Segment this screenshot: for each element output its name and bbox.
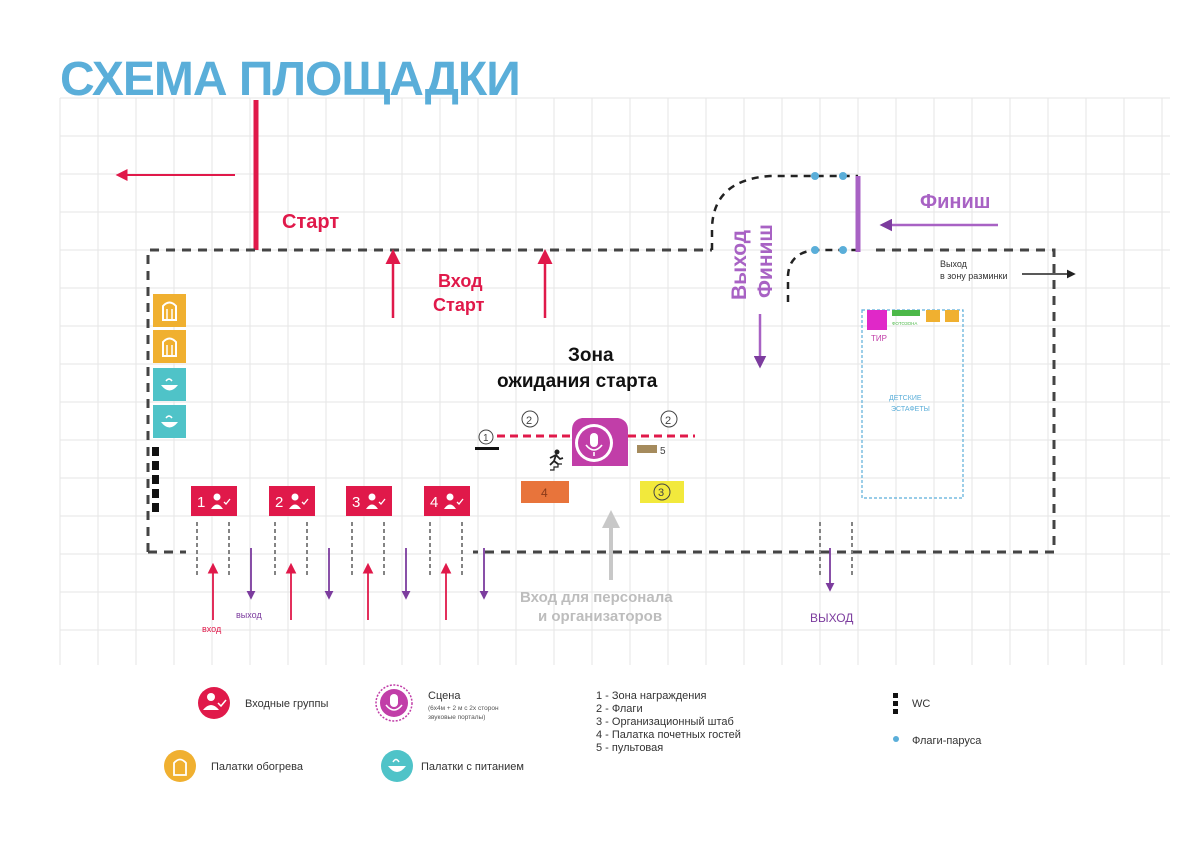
marker-2-left-number: 2 bbox=[526, 415, 532, 427]
page-title: СХЕМА ПЛОЩАДКИ bbox=[60, 53, 521, 106]
marker-2-left bbox=[521, 410, 539, 428]
exit-warmup-label-1: Выход bbox=[940, 259, 968, 269]
exit-small-label: выход bbox=[236, 610, 262, 620]
exit-warmup-label-2: в зону разминки bbox=[940, 271, 1007, 281]
person-icon bbox=[368, 493, 376, 501]
check-icon bbox=[378, 498, 386, 505]
marker-1-number: 1 bbox=[483, 433, 489, 444]
entry-group-number: 3 bbox=[352, 494, 360, 511]
waiting-zone-label-1: Зона bbox=[568, 345, 614, 366]
shooting-range bbox=[867, 310, 887, 330]
legend-numbered-5: 5 - пультовая bbox=[596, 742, 663, 754]
perimeter-right-dashed bbox=[473, 248, 1056, 554]
background-grid bbox=[59, 97, 1170, 665]
entry-group-box bbox=[424, 486, 470, 516]
finish-label: Финиш bbox=[920, 191, 990, 213]
perimeter-dashed bbox=[146, 248, 712, 552]
legend: Входные группы Сцена (6х4м + 2 м с 2х ст… bbox=[164, 684, 982, 782]
exit-finish-label-1: Выход bbox=[728, 230, 751, 300]
exit-finish-label-2: Финиш bbox=[754, 224, 777, 298]
kids-tent-orange-1 bbox=[926, 310, 940, 322]
entry-groups: 1 2 3 4 вход выход bbox=[191, 486, 489, 634]
person-icon bbox=[291, 493, 299, 501]
legend-entry-group-icon bbox=[198, 687, 230, 719]
entry-group: 3 bbox=[346, 486, 411, 620]
headquarters-number: 3 bbox=[658, 487, 664, 499]
legend-numbered-4: 4 - Палатка почетных гостей bbox=[596, 729, 741, 741]
marker-2-right-number: 2 bbox=[665, 415, 671, 427]
entry-group-box bbox=[191, 486, 237, 516]
heating-tent-icon bbox=[153, 294, 186, 327]
vip-tent-number: 4 bbox=[541, 486, 548, 500]
person-icon bbox=[213, 493, 221, 501]
shooting-range-label: ТИР bbox=[871, 334, 887, 343]
sail-flag-dot bbox=[811, 172, 819, 180]
entry-group-number: 1 bbox=[197, 494, 205, 511]
waiting-zone-label-2: ожидания старта bbox=[497, 371, 658, 392]
start-label: Старт bbox=[282, 211, 339, 233]
food-tent-icon bbox=[153, 368, 186, 401]
legend-sail-flag-icon bbox=[893, 736, 899, 742]
entry-group-number: 2 bbox=[275, 494, 283, 511]
staff-entry-label-2: и организаторов bbox=[538, 608, 662, 625]
stage-icon bbox=[572, 418, 628, 466]
legend-numbered-3: 3 - Организационный штаб bbox=[596, 716, 734, 728]
check-icon bbox=[456, 498, 464, 505]
legend-numbered-1: 1 - Зона награждения bbox=[596, 690, 706, 702]
entry-group-box bbox=[269, 486, 315, 516]
entry-group: 2 bbox=[269, 486, 334, 620]
check-icon bbox=[301, 498, 309, 505]
sail-flag-dot bbox=[839, 172, 847, 180]
check-icon bbox=[223, 498, 231, 505]
legend-wc-icon bbox=[893, 693, 898, 714]
legend-stage-note-2: звуковые порталы) bbox=[428, 714, 485, 721]
legend-stage-note-1: (6х4м + 2 м с 2х сторон bbox=[428, 705, 499, 712]
legend-entry-groups: Входные группы bbox=[245, 698, 328, 710]
legend-wc: WC bbox=[912, 698, 930, 710]
legend-stage: Сцена bbox=[428, 690, 461, 702]
entry-small-label: вход bbox=[202, 624, 222, 634]
entry-group-number: 4 bbox=[430, 494, 438, 511]
entry-start-label-2: Старт bbox=[433, 295, 485, 315]
heating-tent-icon bbox=[153, 330, 186, 363]
entry-start-label-1: Вход bbox=[438, 271, 483, 291]
legend-numbered-2: 2 - Флаги bbox=[596, 703, 643, 715]
entry-group: 4 bbox=[424, 486, 489, 620]
legend-food-tents: Палатки с питанием bbox=[421, 761, 524, 773]
finish-corridor-inner bbox=[786, 248, 858, 302]
food-tent-icon bbox=[153, 405, 186, 438]
kids-tent-orange-2 bbox=[945, 310, 959, 322]
marker-1 bbox=[478, 429, 494, 445]
photozone bbox=[892, 310, 920, 316]
vip-tent bbox=[521, 481, 569, 503]
kids-zone-label-1: ДЕТСКИЕ bbox=[889, 395, 922, 402]
kids-zone-label-2: ЭСТАФЕТЫ bbox=[891, 406, 930, 413]
runner-icon bbox=[549, 449, 564, 471]
sail-flag-dot bbox=[811, 246, 819, 254]
person-icon-body bbox=[366, 504, 378, 509]
entry-group-box bbox=[346, 486, 392, 516]
exit-right-label: ВЫХОД bbox=[810, 611, 853, 625]
sail-flag-dot bbox=[839, 246, 847, 254]
person-icon-body bbox=[289, 504, 301, 509]
staff-entry-arrowhead bbox=[602, 510, 620, 528]
staff-entry-label-1: Вход для персонала bbox=[520, 589, 673, 606]
headquarters-tent bbox=[640, 481, 684, 503]
control-room-number: 5 bbox=[660, 446, 666, 457]
finish-corridor-outer bbox=[710, 174, 858, 250]
photozone-label: ФОТОЗОНА bbox=[892, 321, 917, 326]
legend-sail-flags: Флаги-паруса bbox=[912, 735, 982, 747]
legend-heating-tent-icon bbox=[164, 750, 196, 782]
person-icon bbox=[446, 493, 454, 501]
person-icon-body bbox=[211, 504, 223, 509]
marker-2-right bbox=[660, 410, 678, 428]
control-room bbox=[637, 445, 657, 453]
awards-podium bbox=[475, 447, 499, 450]
wc-icon bbox=[152, 447, 159, 512]
person-icon-body bbox=[444, 504, 456, 509]
entry-group: 1 bbox=[191, 486, 256, 620]
legend-heating-tents: Палатки обогрева bbox=[211, 761, 304, 773]
